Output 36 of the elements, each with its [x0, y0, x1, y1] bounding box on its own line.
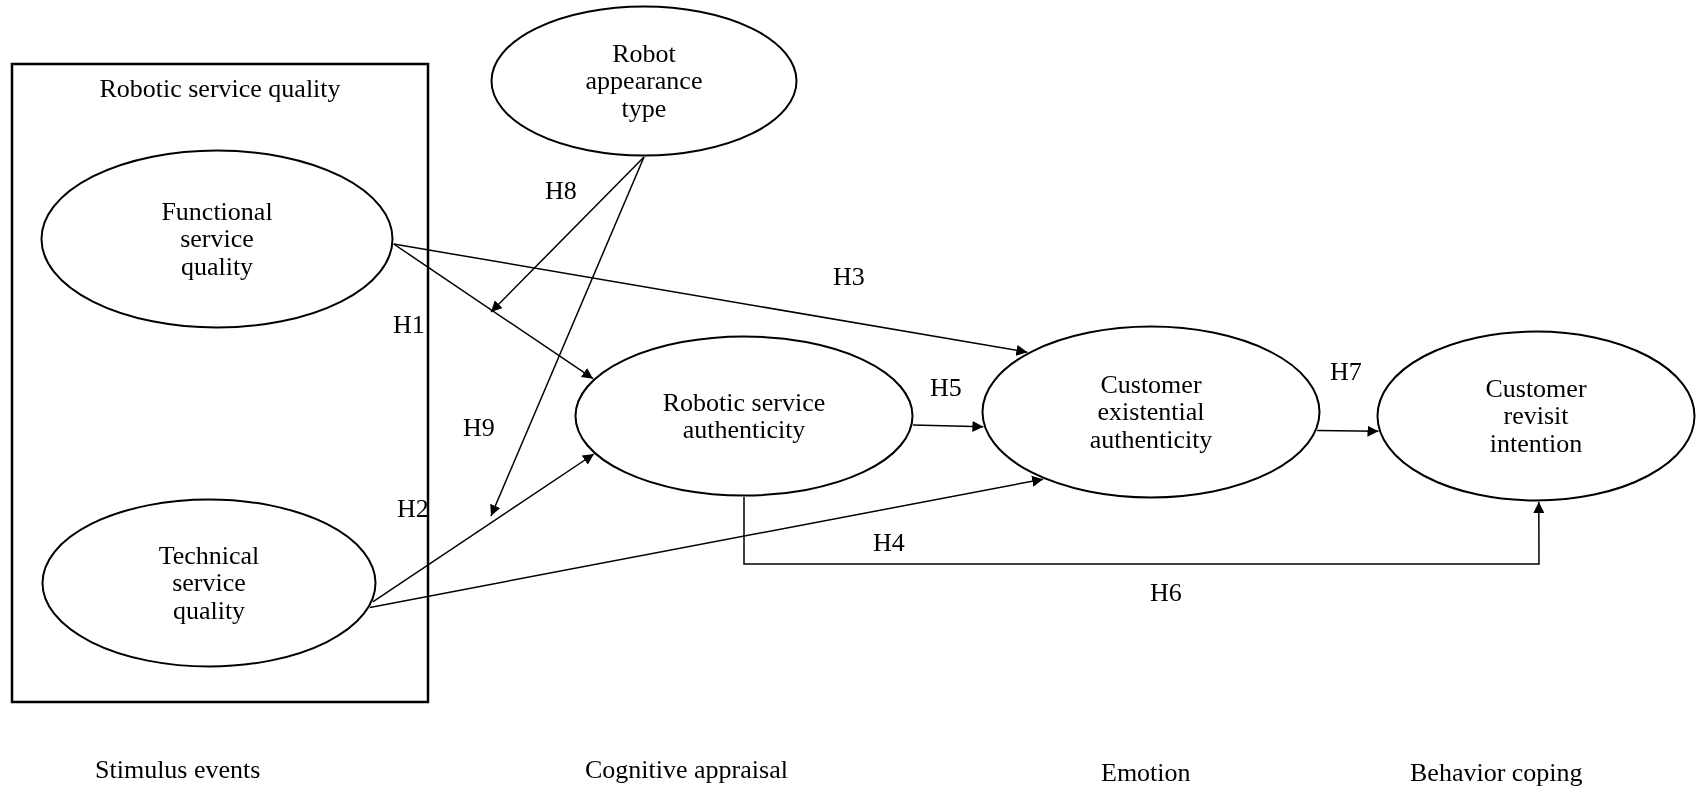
arrow: [1316, 425, 1380, 437]
arrow: [372, 453, 595, 603]
arrow: [392, 243, 594, 380]
edge-label: H2: [397, 494, 429, 524]
edge-label: H7: [1330, 357, 1362, 387]
stage-label: Emotion: [1101, 758, 1191, 788]
node-label: Functional service quality: [160, 198, 274, 280]
construct-ellipse: [981, 325, 1321, 499]
edge-label: H4: [873, 528, 905, 558]
arrow: [912, 420, 985, 432]
arrow: [490, 156, 645, 313]
node-label: Robotic service authenticity: [661, 388, 827, 444]
node-label: Customer existential authenticity: [1088, 371, 1214, 453]
arrow: [743, 496, 1545, 565]
edge-label: H8: [545, 176, 577, 206]
construct-ellipse: [40, 149, 394, 329]
construct-ellipse: [41, 498, 377, 668]
edge-label: H1: [393, 310, 425, 340]
node-label: Technical service quality: [157, 542, 261, 624]
arrow: [369, 475, 1044, 609]
edge-label: H3: [833, 262, 865, 292]
arrow: [392, 243, 1029, 356]
group-title: Robotic service quality: [98, 75, 342, 103]
group-box: [11, 63, 429, 703]
construct-ellipse: [490, 5, 798, 157]
node-label: Robot appearance type: [584, 40, 704, 122]
stage-label: Behavior coping: [1410, 758, 1583, 788]
arrow: [490, 156, 645, 517]
edge-label: H5: [930, 373, 962, 403]
construct-ellipse: [1376, 330, 1696, 502]
edge-label: H9: [463, 413, 495, 443]
stage-label: Cognitive appraisal: [585, 755, 788, 785]
node-label: Customer revisit intention: [1484, 375, 1588, 457]
stage-label: Stimulus events: [95, 755, 261, 785]
edge-label: H6: [1150, 578, 1182, 608]
construct-ellipse: [574, 335, 914, 497]
